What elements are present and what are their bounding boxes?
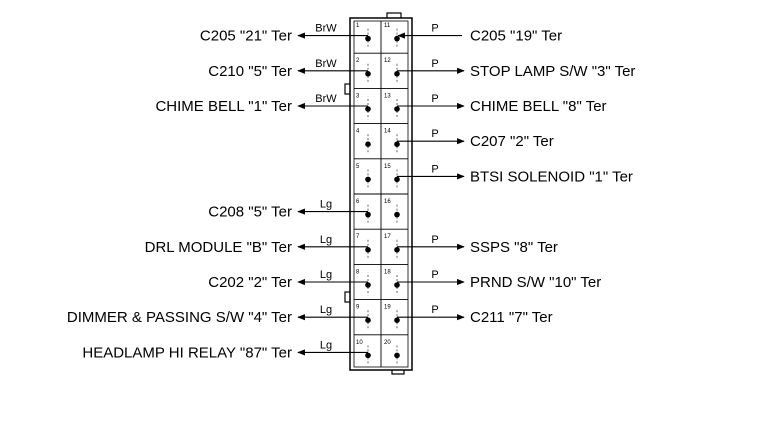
wire-color-label: P <box>431 23 438 35</box>
pin-number: 1 <box>356 23 360 29</box>
pin-terminal <box>394 352 400 359</box>
wire-destination-label: PRND S/W "10" Ter <box>470 274 601 291</box>
pin-number: 6 <box>356 199 360 205</box>
pin-number: 5 <box>356 164 360 170</box>
pin-number: 7 <box>356 234 360 240</box>
wire-color-label: P <box>431 58 438 70</box>
wire-destination-label: C205 "19" Ter <box>470 28 562 45</box>
pin-number: 4 <box>356 129 360 135</box>
wire-destination-label: STOP LAMP S/W "3" Ter <box>470 63 635 80</box>
pin-number: 20 <box>384 340 391 346</box>
wire-destination-label: C202 "2" Ter <box>208 274 292 291</box>
pin-number: 3 <box>356 93 360 99</box>
pin-number: 14 <box>384 129 391 135</box>
wire-color-label: P <box>431 93 438 105</box>
wire-destination-label: C205 "21" Ter <box>200 28 292 45</box>
wire-color-label: P <box>431 163 438 175</box>
wire-color-label: P <box>431 304 438 316</box>
pin-number: 8 <box>356 269 360 275</box>
wire-destination-label: BTSI SOLENOID "1" Ter <box>470 168 633 185</box>
wire-destination-label: DIMMER & PASSING S/W "4" Ter <box>67 309 292 326</box>
pin-number: 12 <box>384 58 391 64</box>
wire-destination-label: C207 "2" Ter <box>470 133 554 150</box>
pin-number: 18 <box>384 269 391 275</box>
wire-color-label: P <box>431 128 438 140</box>
pin-number: 11 <box>384 23 391 29</box>
wire-destination-label: C210 "5" Ter <box>208 63 292 80</box>
wire-destination-label: DRL MODULE "B" Ter <box>145 239 292 256</box>
wire-color-label: BrW <box>315 93 337 105</box>
wire-color-label: Lg <box>320 269 332 281</box>
wire-destination-label: HEADLAMP HI RELAY "87" Ter <box>82 344 292 361</box>
wire-color-label: Lg <box>320 304 332 316</box>
wire-color-label: Lg <box>320 199 332 211</box>
pin-number: 2 <box>356 58 360 64</box>
pin-number: 16 <box>384 199 391 205</box>
pin-number: 17 <box>384 234 391 240</box>
wire-destination-label: SSPS "8" Ter <box>470 239 558 256</box>
wire-color-label: BrW <box>315 58 337 70</box>
wire-color-label: Lg <box>320 339 332 351</box>
wire-destination-label: C211 "7" Ter <box>470 309 553 326</box>
pin-number: 15 <box>384 164 391 170</box>
wire-color-label: P <box>431 269 438 281</box>
wire-destination-label: CHIME BELL "1" Ter <box>155 98 292 115</box>
pin-number: 10 <box>356 340 363 346</box>
pin-number: 9 <box>356 305 360 311</box>
pin-terminal <box>365 352 371 359</box>
wire-color-label: P <box>431 234 438 246</box>
wire-color-label: BrW <box>315 23 337 35</box>
wire-destination-label: CHIME BELL "8" Ter <box>470 98 607 115</box>
wire-color-label: Lg <box>320 234 332 246</box>
pin-number: 13 <box>384 93 391 99</box>
pin-number: 19 <box>384 305 391 311</box>
wire-destination-label: C208 "5" Ter <box>208 204 292 221</box>
